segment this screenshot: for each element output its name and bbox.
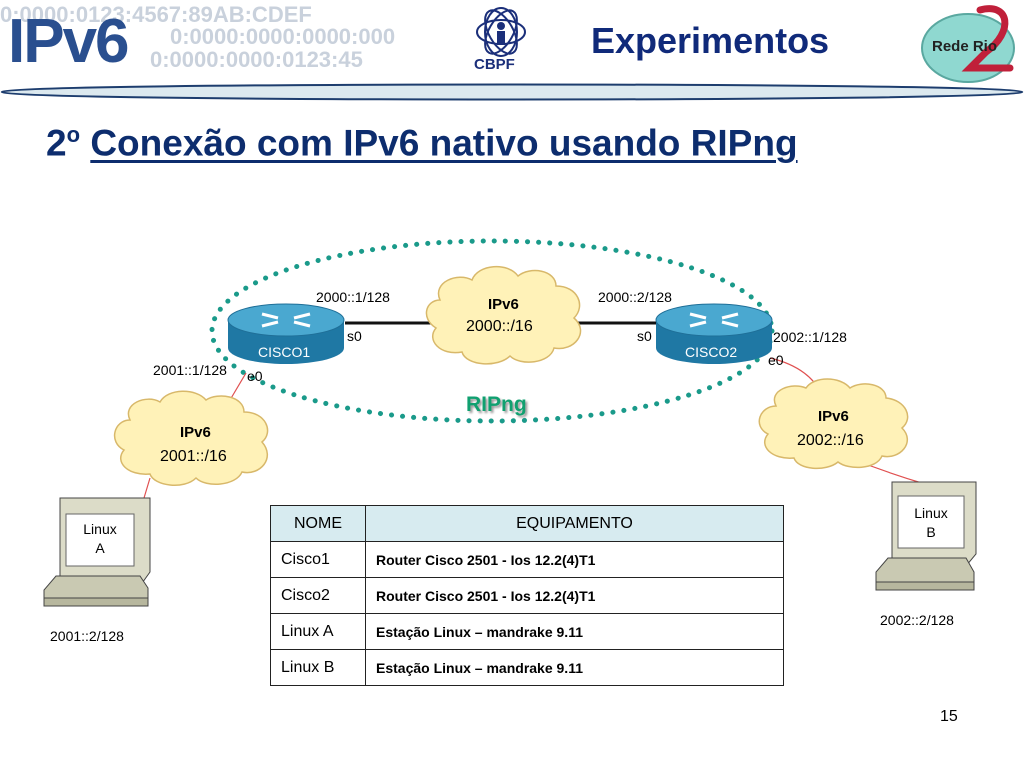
cloud-net2002-title: IPv6 (818, 408, 849, 425)
cloud-net2000-prefix: 2000::/16 (466, 318, 533, 335)
title-ordinal: o (66, 122, 81, 147)
row-equipment: Estação Linux – mandrake 9.11 (365, 649, 784, 686)
rede-rio-logo-text: Rede Rio (932, 38, 998, 55)
rede-rio-logo (921, 5, 1015, 83)
router-arrows-icon (261, 312, 311, 328)
row-equipment: Router Cisco 2501 - Ios 12.2(4)T1 (365, 541, 784, 578)
cloud-net2000 (425, 265, 582, 365)
linux-b-line1: Linux (914, 505, 948, 521)
table-row: Cisco1 Router Cisco 2501 - Ios 12.2(4)T1 (270, 541, 784, 578)
router-cisco2-label: CISCO2 (685, 344, 738, 360)
cisco1-e0-address: 2001::1/128 (153, 362, 227, 378)
table-header-row: NOME EQUIPAMENTO (270, 505, 784, 542)
cloud-net2002-prefix: 2002::/16 (797, 432, 864, 449)
row-name: Linux B (270, 649, 366, 686)
header-nome: NOME (270, 505, 366, 542)
cbpf-logo-text: CBPF (474, 56, 515, 73)
linux-a-line2: A (95, 540, 105, 556)
linux-b-address: 2002::2/128 (880, 612, 954, 628)
router-cisco2[interactable] (655, 303, 773, 364)
cisco1-s0-label: s0 (347, 328, 362, 344)
address-watermark-line-3: 0:0000:0000:0123:45 (150, 47, 363, 72)
ripng-label: RIPng (466, 393, 527, 416)
row-equipment: Estação Linux – mandrake 9.11 (365, 613, 784, 650)
linux-a-line1: Linux (83, 521, 117, 537)
linux-b-line2: B (926, 524, 936, 540)
page-number: 15 (940, 708, 958, 725)
linux-a-address: 2001::2/128 (50, 628, 124, 644)
workstation-linux-a[interactable] (43, 497, 151, 607)
workstation-linux-b[interactable] (875, 481, 977, 591)
cloud-net2001-title: IPv6 (180, 424, 211, 441)
header-bar (0, 83, 1024, 101)
table-row: Linux A Estação Linux – mandrake 9.11 (270, 613, 784, 650)
cisco2-s0-label: s0 (637, 328, 652, 344)
linux-a-screen-label: Linux A (66, 520, 134, 558)
router-cisco1[interactable] (227, 303, 345, 364)
cisco2-e0-label: e0 (768, 352, 784, 368)
cbpf-logo (476, 7, 526, 57)
address-watermark-line-1: 0:0000:0123:4567:89AB:CDEF (0, 2, 312, 27)
row-name: Cisco1 (270, 541, 366, 578)
cloud-net2001-prefix: 2001::/16 (160, 448, 227, 465)
router-cisco1-label: CISCO1 (258, 344, 311, 360)
row-equipment: Router Cisco 2501 - Ios 12.2(4)T1 (365, 577, 784, 614)
cisco2-e0-address: 2002::1/128 (773, 329, 847, 345)
cisco2-s0-address: 2000::2/128 (598, 289, 672, 305)
table-row: Linux B Estação Linux – mandrake 9.11 (270, 649, 784, 686)
row-name: Linux A (270, 613, 366, 650)
title-number: 2 (46, 122, 67, 164)
section-title: Experimentos (591, 20, 830, 61)
table-row: Cisco2 Router Cisco 2501 - Ios 12.2(4)T1 (270, 577, 784, 614)
cloud-net2002 (758, 378, 909, 470)
link-cisco1-net2001 (229, 372, 247, 401)
cisco1-e0-label: e0 (247, 368, 263, 384)
cloud-net2000-title: IPv6 (488, 296, 519, 313)
slide-title: 2o Conexão com IPv6 nativo usando RIPng (46, 122, 798, 164)
header-equipamento: EQUIPAMENTO (365, 505, 784, 542)
cloud-net2001 (113, 390, 269, 486)
address-watermark-line-2: 0:0000:0000:0000:000 (170, 24, 396, 49)
link-net2001-linux-a (143, 477, 151, 499)
ipv6-logo: IPv6 (8, 7, 130, 76)
router-arrows-icon (689, 312, 739, 328)
row-name: Cisco2 (270, 577, 366, 614)
cisco1-s0-address: 2000::1/128 (316, 289, 390, 305)
linux-b-screen-label: Linux B (898, 504, 964, 542)
title-text: Conexão com IPv6 nativo usando RIPng (90, 122, 798, 164)
equipment-table: NOME EQUIPAMENTO Cisco1 Router Cisco 250… (270, 505, 784, 686)
